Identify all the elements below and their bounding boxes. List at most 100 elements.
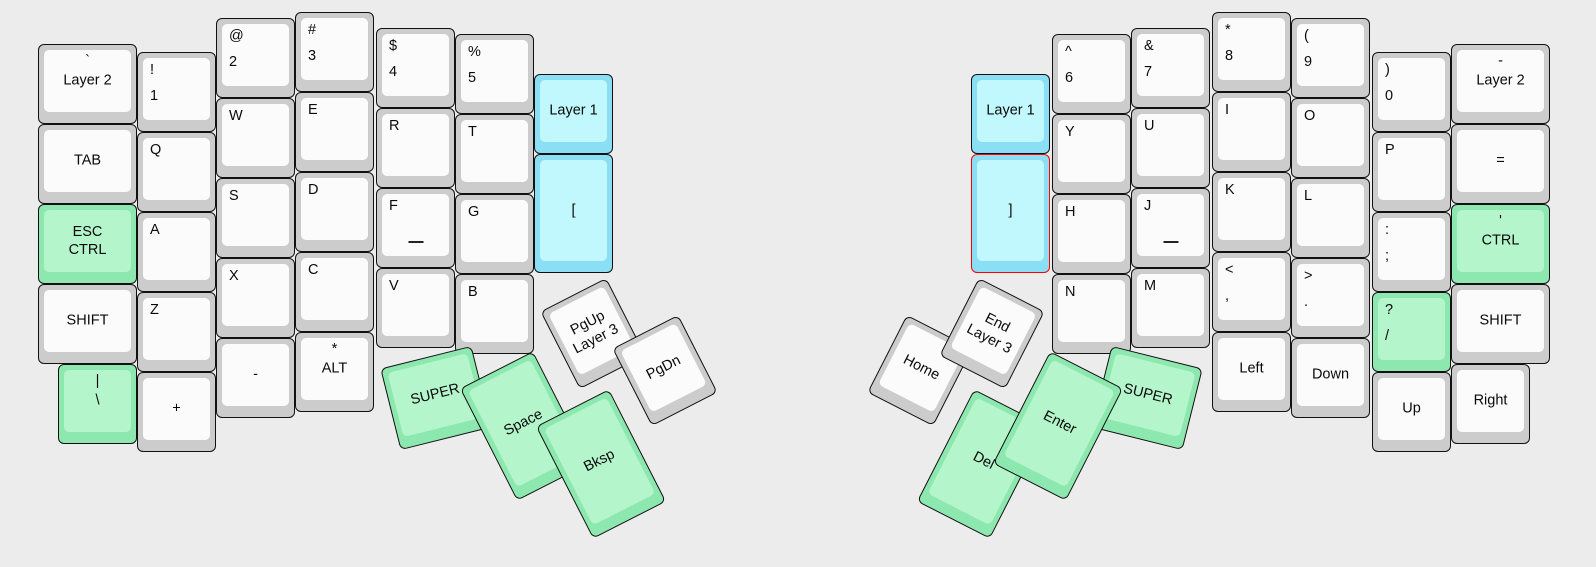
- key-left-c1r5-pipe-backslash[interactable]: | \: [58, 364, 137, 444]
- key-left-c6r2-t[interactable]: T: [455, 114, 534, 194]
- key-right-c5r2-o[interactable]: O: [1291, 98, 1370, 178]
- key-left-c3r5-minus[interactable]: -: [216, 338, 295, 418]
- legend-shifted: (: [1304, 28, 1309, 44]
- key-right-c2r2-y[interactable]: Y: [1052, 114, 1131, 194]
- legend-primary: J: [1144, 198, 1152, 214]
- keycap-face: TAB: [44, 130, 131, 192]
- keycap-face: T: [461, 120, 528, 182]
- key-left-c4r1-3[interactable]: # 3: [295, 12, 374, 92]
- legend-primary: 8: [1225, 48, 1234, 64]
- key-left-c2r1-1[interactable]: ! 1: [137, 52, 216, 132]
- key-left-c5r4-v[interactable]: V: [376, 268, 455, 348]
- key-right-c7r3-quote-ctrl[interactable]: ' CTRL: [1451, 204, 1550, 284]
- key-right-c5r3-l[interactable]: L: [1291, 178, 1370, 258]
- legend-primary: N: [1065, 284, 1076, 300]
- key-left-c3r1-2[interactable]: @ 2: [216, 18, 295, 98]
- key-left-c7r1-layer1[interactable]: Layer 1: [534, 74, 613, 154]
- key-left-c6r3-g[interactable]: G: [455, 194, 534, 274]
- legend-primary: ;: [1385, 248, 1390, 264]
- key-right-c7r2-equals[interactable]: =: [1451, 124, 1550, 204]
- key-left-c2r4-z[interactable]: Z: [137, 292, 216, 372]
- legend-primary: \: [95, 392, 100, 409]
- key-right-c3r1-7[interactable]: & 7: [1131, 28, 1210, 108]
- key-left-c4r4-c[interactable]: C: [295, 252, 374, 332]
- legend-shifted: *: [1225, 22, 1231, 38]
- key-left-c4r5-alt[interactable]: * ALT: [295, 332, 374, 412]
- legend-primary: A: [150, 222, 160, 238]
- key-right-c3r4-m[interactable]: M: [1131, 268, 1210, 348]
- key-left-c1r4-shift[interactable]: SHIFT: [38, 284, 137, 364]
- legend-primary: PgDn: [643, 351, 684, 383]
- key-right-c6r5-up[interactable]: Up: [1372, 372, 1451, 452]
- key-right-c4r5-left[interactable]: Left: [1212, 332, 1291, 412]
- key-left-c4r3-d[interactable]: D: [295, 172, 374, 252]
- keycap-face: P: [1378, 138, 1445, 200]
- homing-bar-icon: [1163, 241, 1178, 243]
- key-left-c2r3-a[interactable]: A: [137, 212, 216, 292]
- legend-primary: Layer 1: [549, 102, 598, 119]
- legend-primary: 7: [1144, 64, 1153, 80]
- key-right-c4r1-8[interactable]: * 8: [1212, 12, 1291, 92]
- key-right-c5r5-down[interactable]: Down: [1291, 338, 1370, 418]
- legend-shifted: ?: [1385, 302, 1394, 318]
- key-right-c6r4-slash[interactable]: ? /: [1372, 292, 1451, 372]
- key-right-c5r4-period[interactable]: > .: [1291, 258, 1370, 338]
- legend-primary: S: [229, 188, 239, 204]
- key-right-c2r3-h[interactable]: H: [1052, 194, 1131, 274]
- keycap-face: R: [382, 114, 449, 176]
- key-right-c7r4-shift[interactable]: SHIFT: [1451, 284, 1550, 364]
- key-left-c6r4-b[interactable]: B: [455, 274, 534, 354]
- key-left-c6r1-5[interactable]: % 5: [455, 34, 534, 114]
- keycap-face: % 5: [461, 40, 528, 102]
- keycap-face: U: [1137, 114, 1204, 176]
- key-left-c5r3-f[interactable]: F: [376, 188, 455, 268]
- keycap-face: ? /: [1378, 298, 1445, 360]
- key-left-c3r3-s[interactable]: S: [216, 178, 295, 258]
- key-right-c1r2-bracket-right[interactable]: ]: [971, 154, 1050, 273]
- key-left-c3r4-x[interactable]: X: [216, 258, 295, 338]
- legend-shifted: ^: [1065, 44, 1072, 60]
- key-right-c2r1-6[interactable]: ^ 6: [1052, 34, 1131, 114]
- key-right-c4r2-i[interactable]: I: [1212, 92, 1291, 172]
- key-right-c6r3-semicolon[interactable]: : ;: [1372, 212, 1451, 292]
- legend-primary: ,: [1225, 288, 1230, 304]
- legend-shifted: $: [389, 38, 398, 54]
- key-left-c5r2-r[interactable]: R: [376, 108, 455, 188]
- keycap-face: Layer 1: [540, 80, 607, 142]
- legend-primary: 6: [1065, 70, 1074, 86]
- key-left-c1r1-layer2[interactable]: ` Layer 2: [38, 44, 137, 124]
- key-right-c7r5-right[interactable]: Right: [1451, 364, 1530, 444]
- key-right-c4r4-comma[interactable]: < ,: [1212, 252, 1291, 332]
- legend-primary: .: [1304, 294, 1309, 310]
- keycap-face: @ 2: [222, 24, 289, 86]
- key-right-c3r2-u[interactable]: U: [1131, 108, 1210, 188]
- keycap-face: +: [143, 378, 210, 440]
- keycap-face: Left: [1218, 338, 1285, 400]
- keycap-face: A: [143, 218, 210, 280]
- legend-primary: D: [308, 182, 319, 198]
- key-left-c2r2-q[interactable]: Q: [137, 132, 216, 212]
- legend-shifted: *: [331, 341, 338, 357]
- key-left-c7r2-bracket-left[interactable]: [: [534, 154, 613, 273]
- key-right-c2r4-n[interactable]: N: [1052, 274, 1131, 354]
- keycap-face: -: [222, 344, 289, 406]
- key-right-c5r1-9[interactable]: ( 9: [1291, 18, 1370, 98]
- key-left-c3r2-w[interactable]: W: [216, 98, 295, 178]
- key-right-c6r2-p[interactable]: P: [1372, 132, 1451, 212]
- key-left-c5r1-4[interactable]: $ 4: [376, 28, 455, 108]
- key-left-c2r5-plus[interactable]: +: [137, 372, 216, 452]
- legend-primary: Layer 1: [986, 102, 1035, 119]
- key-right-c7r1-layer2[interactable]: - Layer 2: [1451, 44, 1550, 124]
- key-right-c6r1-0[interactable]: ) 0: [1372, 52, 1451, 132]
- key-right-c1r1-layer1[interactable]: Layer 1: [971, 74, 1050, 154]
- legend-primary: 0: [1385, 88, 1394, 104]
- legend-primary: F: [389, 198, 398, 214]
- key-right-c3r3-j[interactable]: J: [1131, 188, 1210, 268]
- key-right-c4r3-k[interactable]: K: [1212, 172, 1291, 252]
- key-left-c1r2-tab[interactable]: TAB: [38, 124, 137, 204]
- keycap-face: X: [222, 264, 289, 326]
- key-left-c4r2-e[interactable]: E: [295, 92, 374, 172]
